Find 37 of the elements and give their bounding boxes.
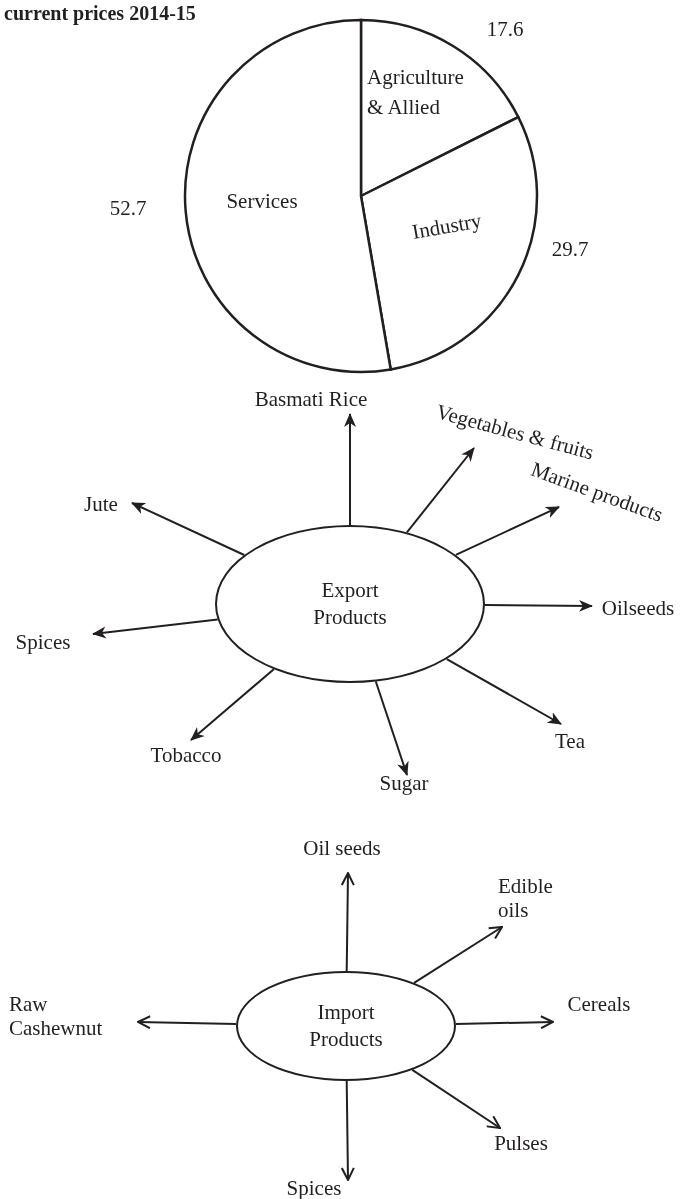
arrow (92, 618, 219, 639)
title: current prices 2014-15 (4, 2, 196, 25)
arrow (344, 413, 356, 526)
product-label: Cereals (567, 991, 631, 1017)
product-label: Jute (84, 491, 118, 517)
hub-ellipse: Export Products (215, 525, 485, 683)
slice-label: Agriculture & Allied (367, 65, 464, 119)
slice-label: Services (226, 189, 298, 213)
slice-label: Industry (410, 208, 484, 244)
hub-ellipse: Import Products (236, 971, 456, 1081)
arrow (340, 1080, 355, 1181)
arrow (340, 872, 355, 972)
product-label: Spices (286, 1175, 342, 1199)
product-label: Oil seeds (303, 835, 381, 861)
arrow (131, 502, 246, 556)
arrow (411, 1068, 501, 1129)
arrow (484, 599, 593, 612)
product-label: Oilseeds (601, 595, 675, 621)
value-label: 29.7 (551, 237, 589, 261)
arrow (413, 926, 503, 984)
product-label: Spices (15, 629, 71, 655)
product-label: Pulses (494, 1130, 548, 1156)
arrow (454, 506, 560, 556)
product-label: Sugar (379, 770, 429, 796)
product-label: Edible oils (498, 873, 578, 923)
product-label: Raw Cashewnut (9, 991, 139, 1041)
arrow (190, 668, 275, 741)
value-label: 17.6 (486, 17, 524, 41)
arrow (374, 680, 409, 776)
arrow (405, 447, 475, 534)
value-label: 52.7 (109, 196, 147, 220)
product-label: Basmati Rice (254, 386, 368, 412)
arrow (454, 1015, 554, 1030)
arrow (137, 1015, 238, 1030)
arrow (445, 658, 562, 725)
product-label: Tobacco (150, 742, 222, 768)
product-label: Tea (555, 728, 585, 754)
